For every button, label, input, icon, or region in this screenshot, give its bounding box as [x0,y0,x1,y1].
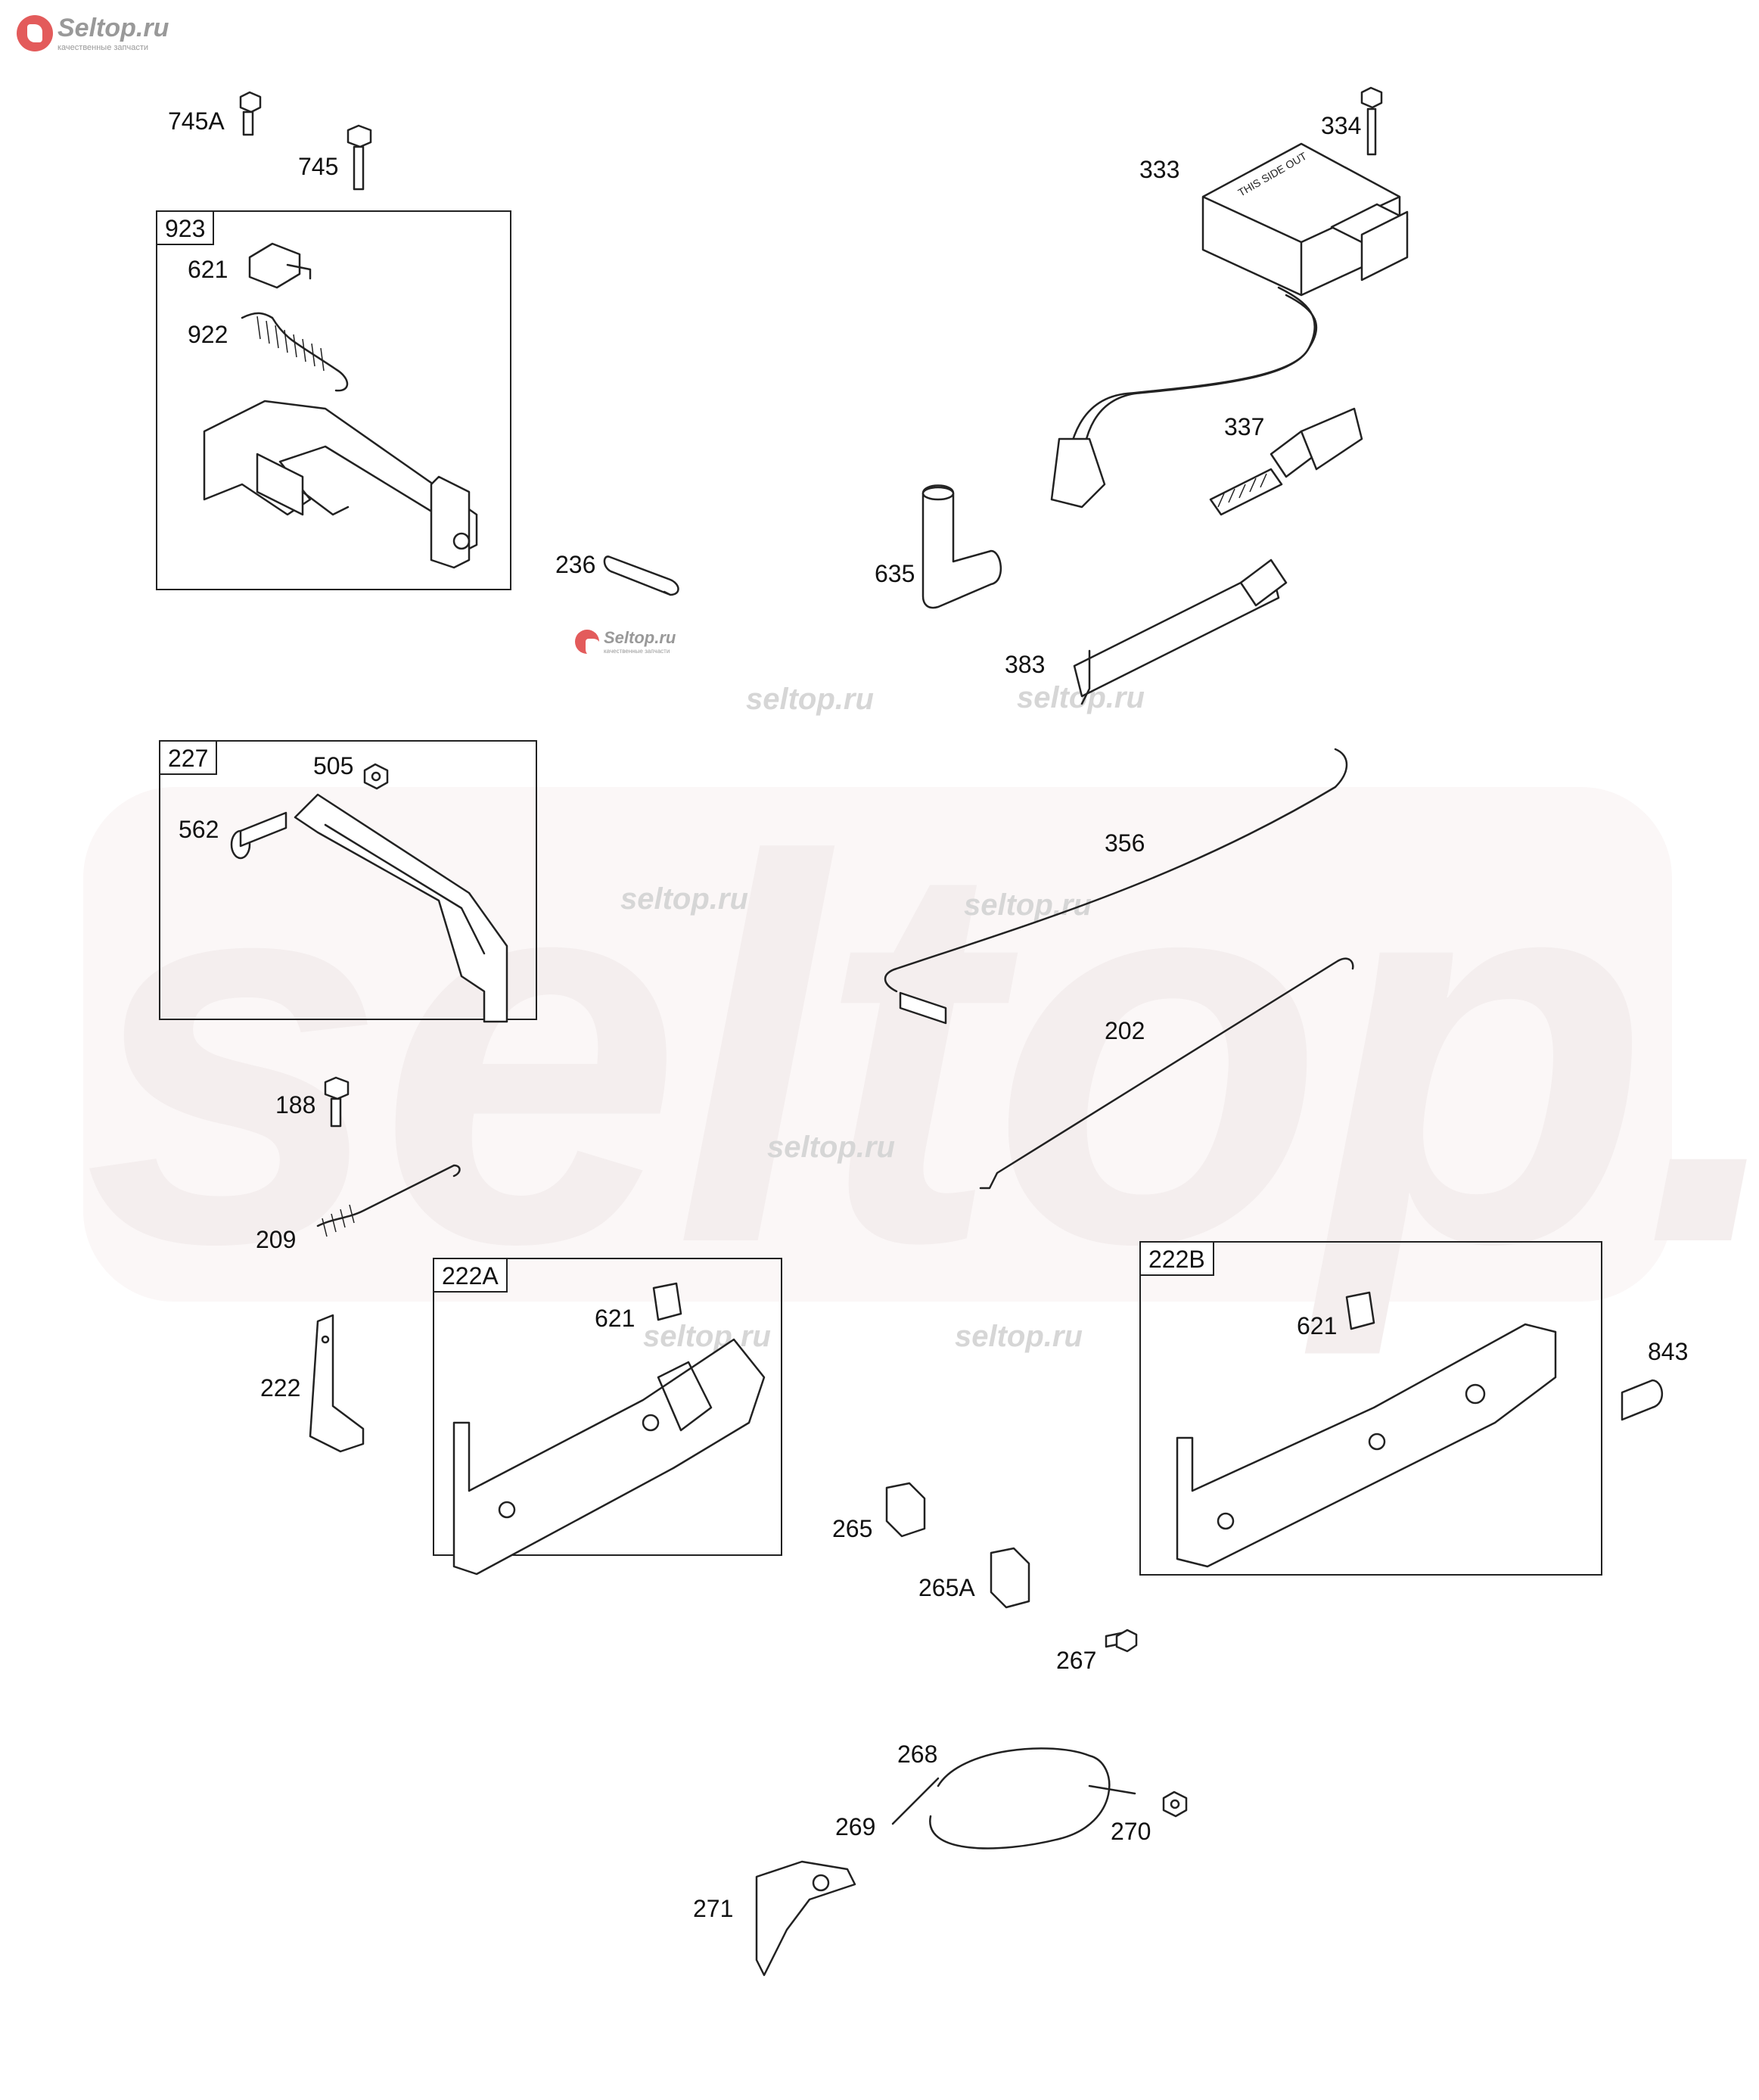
logo-text: Seltop.ru [57,14,169,42]
seltop-logo-small: Seltop.ru качественные запчасти [575,628,676,657]
bolt-745[interactable] [347,124,372,191]
spark-boot [1050,437,1106,509]
watermark-text: seltop.ru [620,882,748,916]
nut-270[interactable] [1162,1790,1188,1818]
kit-box-923: 923 [156,210,511,590]
clip-621-b[interactable] [652,1282,682,1321]
screw-188[interactable] [324,1076,350,1128]
kit-box-222B: 222B [1139,1241,1602,1576]
lever-227[interactable] [294,793,508,1023]
part-label-222[interactable]: 222 [260,1374,301,1402]
clip-265A[interactable] [990,1547,1030,1609]
watermark-text: seltop.ru [955,1320,1083,1353]
part-label-265A[interactable]: 265A [918,1574,975,1601]
kit-box-tag[interactable]: 227 [159,740,218,775]
part-label-236[interactable]: 236 [555,551,596,578]
part-label-922[interactable]: 922 [188,321,228,348]
kit-box-tag[interactable]: 222A [433,1258,508,1293]
cap-843[interactable] [1621,1379,1664,1421]
part-label-356[interactable]: 356 [1105,829,1145,857]
part-label-337[interactable]: 337 [1224,413,1265,440]
nut-505[interactable] [363,763,389,790]
logo-icon [17,14,53,51]
clip-621-a[interactable] [248,242,312,289]
logo-small-subtitle: качественные запчасти [604,648,670,655]
bracket-271[interactable] [755,1860,856,1977]
part-label-745[interactable]: 745 [298,153,339,180]
link-236[interactable] [603,555,679,596]
logo-small-text: Seltop.ru [604,628,676,647]
ignition-coil-333[interactable]: THIS SIDE OUT [1201,142,1409,297]
part-label-621[interactable]: 621 [595,1305,636,1332]
spark-boot-635[interactable] [921,484,1002,609]
part-label-271[interactable]: 271 [693,1895,734,1922]
watermark-text: seltop.ru [643,1320,771,1353]
bolt-745A[interactable] [239,91,262,136]
logo-small-icon [575,629,601,657]
spark-plug-337[interactable] [1209,407,1363,516]
spring-922[interactable] [241,312,349,392]
part-label-843[interactable]: 843 [1648,1338,1689,1365]
bracket-222[interactable] [309,1314,365,1453]
pin-562[interactable] [230,811,287,860]
seltop-logo[interactable]: Seltop.ru качественные запчасти [17,14,169,52]
part-label-188[interactable]: 188 [275,1091,316,1118]
part-label-334[interactable]: 334 [1321,112,1362,139]
part-label-621[interactable]: 621 [1297,1312,1338,1339]
part-label-383[interactable]: 383 [1005,651,1046,678]
part-label-267[interactable]: 267 [1056,1647,1097,1674]
part-label-269[interactable]: 269 [835,1813,876,1840]
cable-268[interactable] [891,1747,1136,1850]
clip-265[interactable] [885,1482,926,1538]
part-label-209[interactable]: 209 [256,1226,297,1253]
part-label-635[interactable]: 635 [875,560,915,587]
part-label-270[interactable]: 270 [1111,1818,1151,1845]
part-label-268[interactable]: 268 [897,1741,938,1768]
screw-267[interactable] [1105,1629,1138,1653]
kit-box-227: 227 [159,740,537,1020]
control-bracket-222A[interactable] [452,1338,766,1576]
tube-383[interactable] [1073,558,1288,705]
rod-202[interactable] [979,957,1354,1190]
watermark-text: seltop.ru [767,1131,895,1164]
rod-356[interactable] [884,748,1348,993]
rod-356-end [899,991,947,1025]
part-label-265[interactable]: 265 [832,1515,873,1542]
watermark-text: seltop.ru [964,888,1092,922]
part-label-745A[interactable]: 745A [168,107,225,135]
governor-bracket-923[interactable] [203,400,478,569]
control-bracket-222B[interactable] [1176,1323,1557,1568]
part-label-562[interactable]: 562 [179,816,219,843]
part-label-621[interactable]: 621 [188,256,228,283]
part-label-202[interactable]: 202 [1105,1017,1145,1044]
logo-subtitle: качественные запчасти [57,43,149,52]
kit-box-222A: 222A [433,1258,782,1556]
spring-209[interactable] [316,1164,461,1237]
clip-621-c[interactable] [1345,1291,1375,1330]
bolt-334[interactable] [1360,86,1383,156]
coil-lead-wire-inner [1080,294,1318,478]
kit-box-tag[interactable]: 222B [1139,1241,1214,1276]
part-label-505[interactable]: 505 [313,752,354,779]
kit-box-tag[interactable]: 923 [156,210,215,245]
part-label-333[interactable]: 333 [1139,156,1180,183]
watermark-large-text: seltop.ru [83,747,1759,1356]
watermark-text: seltop.ru [746,683,874,716]
